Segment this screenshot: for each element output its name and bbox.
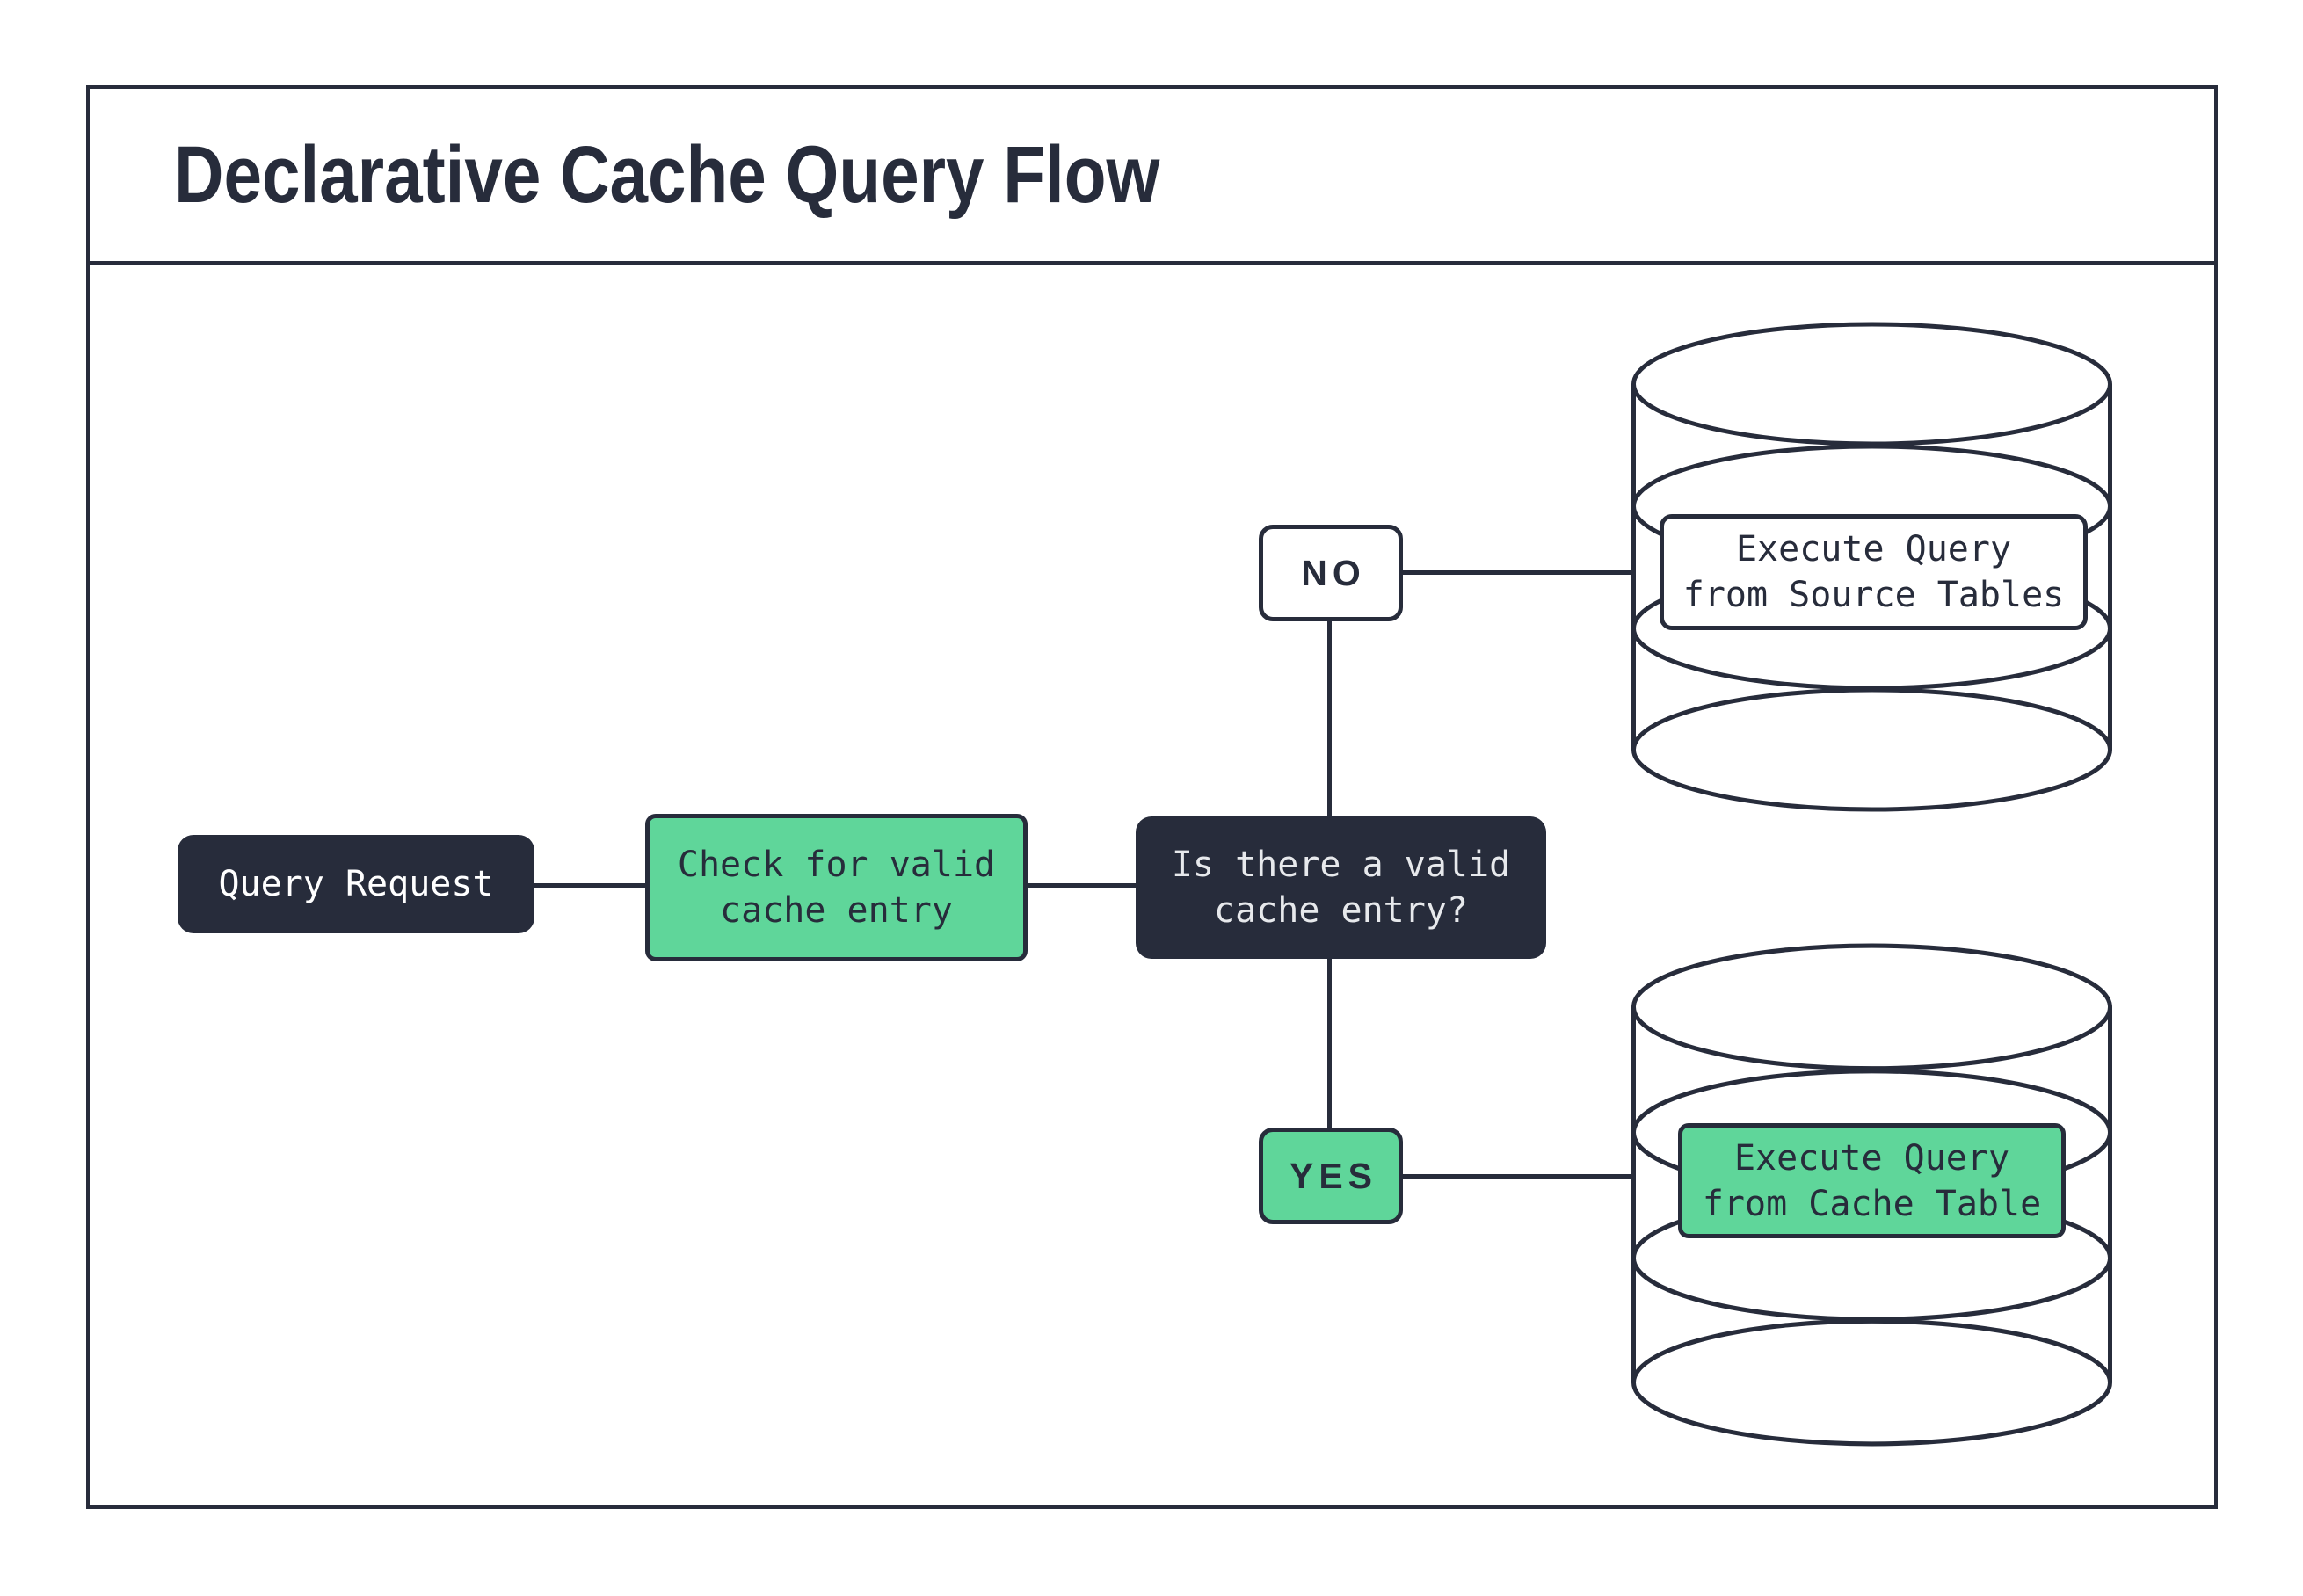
node-check-cache: Check for valid cache entry — [645, 814, 1028, 961]
node-execute-cache-line2: from Cache Table — [1702, 1183, 2042, 1224]
node-branch-no: NO — [1259, 525, 1403, 621]
node-decision-line1: Is there a valid — [1171, 845, 1511, 885]
node-execute-cache: Execute Query from Cache Table — [1678, 1123, 2066, 1238]
node-decision: Is there a valid cache entry? — [1136, 816, 1546, 959]
node-decision-line2: cache entry? — [1214, 890, 1468, 931]
cache-database-icon — [1631, 943, 2112, 1447]
page-title: Declarative Cache Query Flow — [174, 129, 1160, 220]
node-execute-source-line1: Execute Query — [1735, 529, 2012, 569]
edge-check-to-decision — [1028, 883, 1136, 888]
edge-decision-to-yes — [1327, 959, 1332, 1128]
node-execute-source: Execute Query from Source Tables — [1660, 514, 2088, 630]
title-bar: Declarative Cache Query Flow — [90, 89, 2214, 265]
node-query-request-label: Query Request — [218, 864, 494, 904]
edge-decision-to-no — [1327, 621, 1332, 816]
node-check-cache-line2: cache entry — [720, 890, 953, 931]
node-query-request: Query Request — [178, 835, 534, 933]
branch-yes-label: YES — [1289, 1156, 1378, 1196]
node-execute-source-line2: from Source Tables — [1682, 575, 2065, 615]
node-check-cache-line1: Check for valid — [677, 845, 996, 885]
edge-request-to-check — [534, 883, 645, 888]
edge-no-to-source-db — [1403, 570, 1633, 575]
edge-yes-to-cache-db — [1403, 1174, 1633, 1179]
node-execute-cache-line1: Execute Query — [1733, 1137, 2010, 1179]
branch-no-label: NO — [1301, 553, 1366, 593]
node-branch-yes: YES — [1259, 1128, 1403, 1224]
